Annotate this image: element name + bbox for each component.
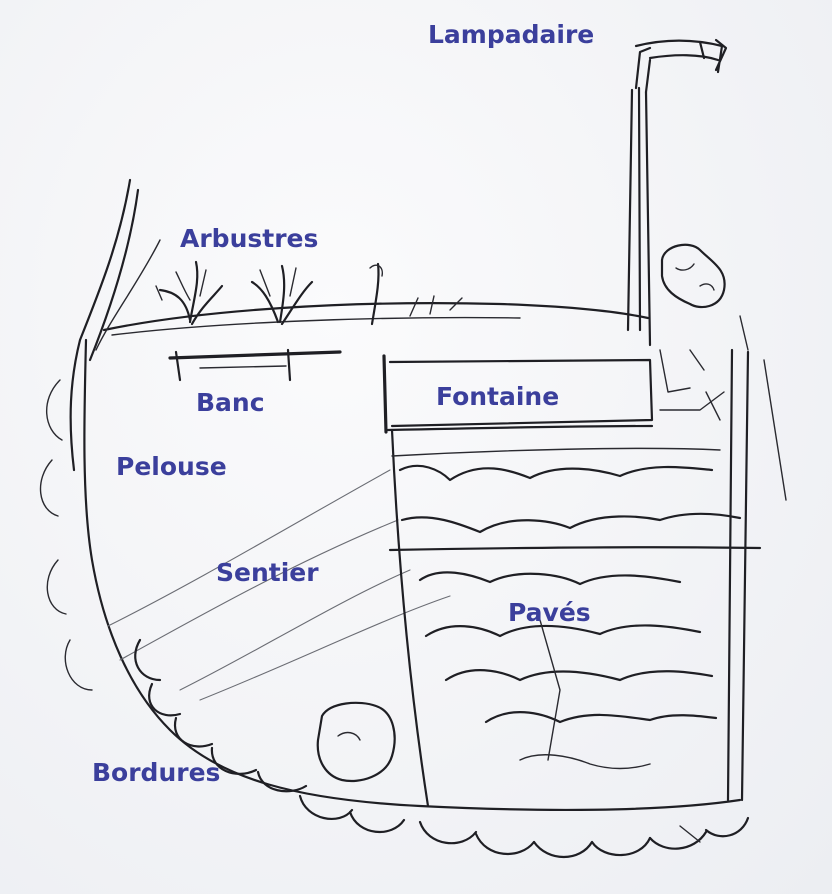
- label-arbustres: Arbustres: [180, 226, 318, 251]
- label-bordures: Bordures: [92, 760, 220, 785]
- label-banc: Banc: [196, 390, 265, 415]
- label-sentier: Sentier: [216, 560, 319, 585]
- shrub-line-drawing: [104, 262, 648, 335]
- label-fontaine: Fontaine: [436, 384, 559, 409]
- bench-drawing: [170, 350, 340, 380]
- stone-bottom-drawing: [318, 703, 395, 781]
- lamp-post-drawing: [628, 40, 726, 345]
- rock-top-right-drawing: [662, 245, 725, 307]
- left-edge-drawing: [41, 180, 740, 810]
- label-pelouse: Pelouse: [116, 454, 227, 479]
- right-wall-drawing: [660, 316, 786, 800]
- label-paves: Pavés: [508, 600, 591, 625]
- label-lampadaire: Lampadaire: [428, 22, 594, 47]
